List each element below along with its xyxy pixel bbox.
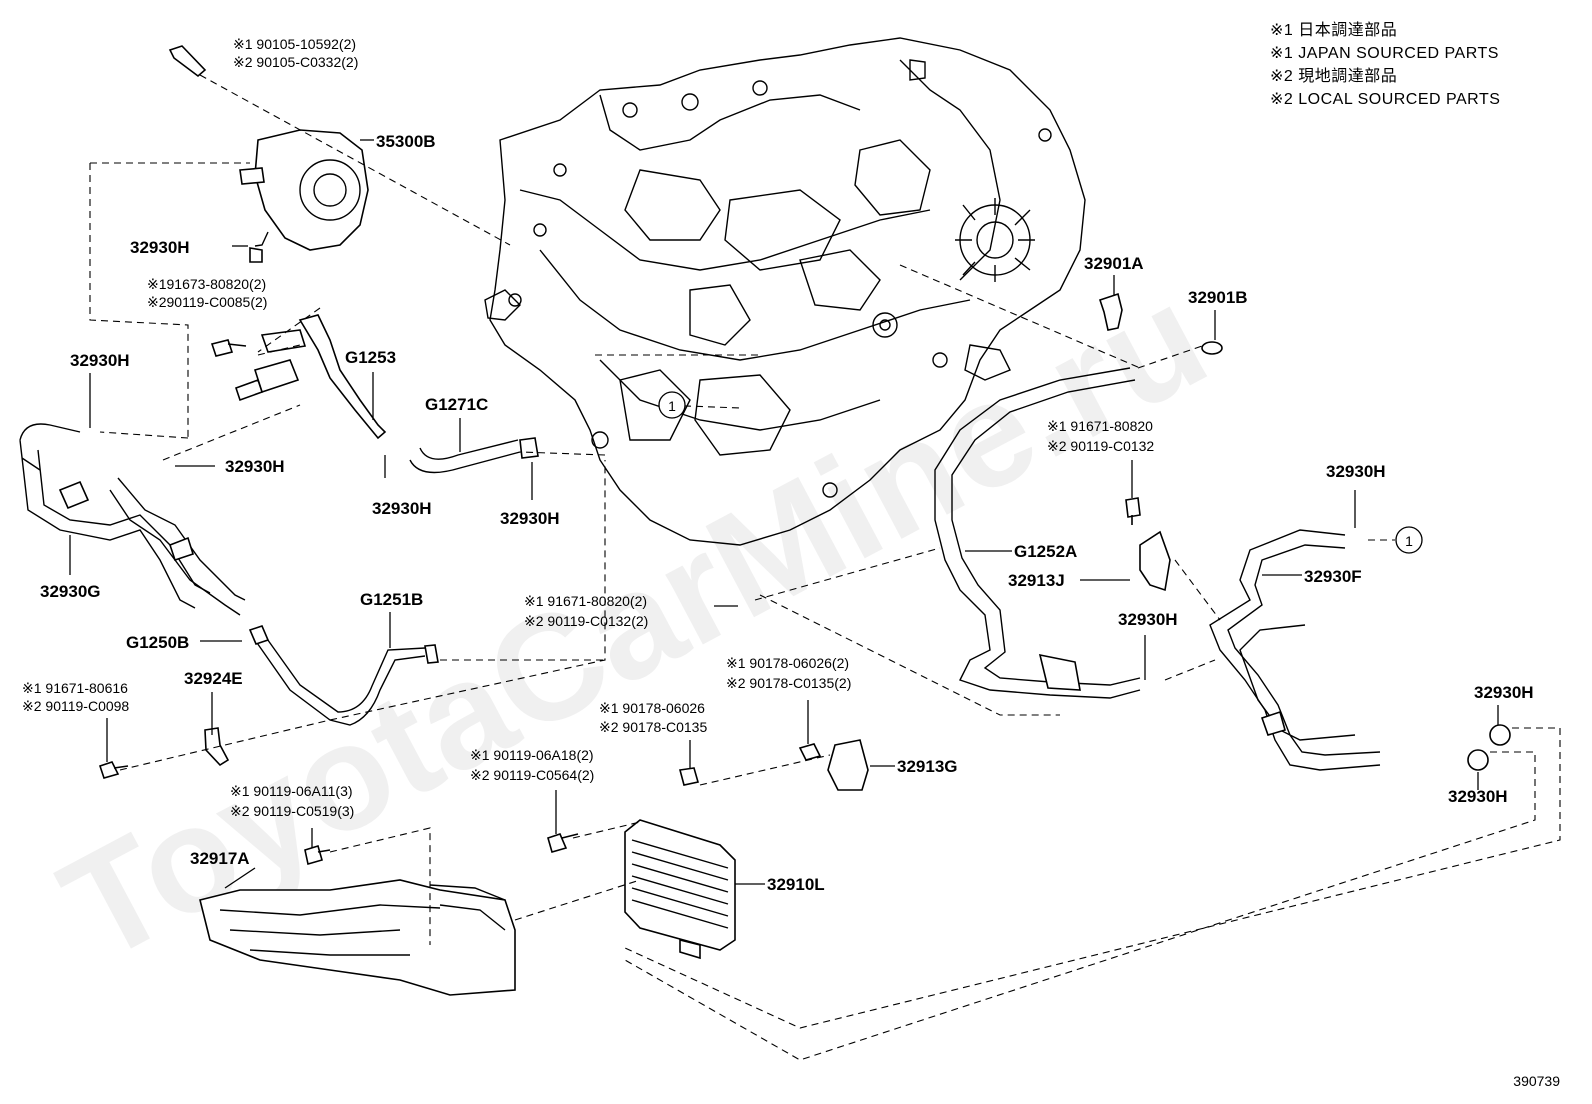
- ref-90119-c0564: ※2 90119-C0564(2): [470, 767, 594, 783]
- bracket-32913j-drawing: [1139, 530, 1171, 592]
- label-32930h-g1252a: 32930H: [1118, 610, 1178, 629]
- vacuum-pump-drawing: [239, 129, 369, 263]
- label-32930h-left: 32930H: [70, 351, 130, 370]
- oil-cooler-32910l-drawing: [624, 819, 736, 960]
- label-32913j: 32913J: [1008, 571, 1065, 590]
- ref-91673-80820: ※191673-80820(2): [147, 276, 266, 292]
- bolt-90119-06a18-drawing: [547, 833, 579, 853]
- bracket-32913g-drawing: [827, 739, 869, 791]
- bolt-91673-drawing: [210, 339, 247, 357]
- label-g1271c: G1271C: [425, 395, 488, 414]
- ref-90178-c0135: ※2 90178-C0135: [599, 719, 707, 735]
- clamp-right-top-drawing: [1489, 724, 1511, 746]
- callout-circle-right: 1: [1395, 526, 1423, 554]
- nut-90178-single-drawing: [678, 767, 700, 786]
- label-32930h-g1253: 32930H: [372, 499, 432, 518]
- svg-text:1: 1: [668, 398, 676, 414]
- nut-90178-drawing: [798, 743, 822, 761]
- hose-32930f-drawing: [1209, 529, 1381, 771]
- ref-90178-06026-2: ※1 90178-06026(2): [726, 655, 849, 671]
- label-g1252a: G1252A: [1014, 542, 1077, 561]
- hose-32930g-drawing: [19, 423, 246, 616]
- part-labels: 35300B 32930H 32930H G1253 G1271C 32930H…: [40, 132, 1534, 894]
- reference-labels: ※1 90105-10592(2) ※2 90105-C0332(2) ※191…: [22, 36, 1154, 819]
- transaxle-drawing: [484, 37, 1086, 546]
- note-1-en: ※1 JAPAN SOURCED PARTS: [1270, 45, 1499, 62]
- label-32924e: 32924E: [184, 669, 243, 688]
- callout-circle-left: 1: [658, 391, 686, 419]
- note-2-jp: ※2 現地調達部品: [1270, 67, 1397, 85]
- header-notes: ※1 日本調達部品 ※1 JAPAN SOURCED PARTS ※2 現地調達…: [1270, 21, 1500, 108]
- ref-90105-c0332: ※2 90105-C0332(2): [233, 54, 358, 70]
- svg-text:1: 1: [1405, 533, 1413, 549]
- pipe-g1251b-drawing: [254, 635, 426, 726]
- label-32930h-clamp-top: 32930H: [1474, 683, 1534, 702]
- ref-90119-c0098: ※2 90119-C0098: [22, 698, 129, 714]
- ref-91671-80820-2: ※1 91671-80820(2): [524, 593, 647, 609]
- ref-91671-80820: ※1 91671-80820: [1047, 418, 1153, 434]
- leader-lines: [69, 74, 1561, 1061]
- ref-90119-c0132: ※2 90119-C0132: [1047, 438, 1154, 454]
- bracket-g1253-drawing: [234, 314, 387, 440]
- note-2-en: ※2 LOCAL SOURCED PARTS: [1270, 91, 1500, 108]
- label-32913g: 32913G: [897, 757, 958, 776]
- ref-90119-c0085: ※290119-C0085(2): [147, 294, 267, 310]
- label-32901b: 32901B: [1188, 288, 1248, 307]
- hose-g1271c-drawing: [409, 439, 521, 474]
- label-32910l: 32910L: [767, 875, 825, 894]
- label-32930h-pump: 32930H: [130, 238, 190, 257]
- clamp-g1250b-drawing: [248, 625, 270, 645]
- label-g1250b: G1250B: [126, 633, 189, 652]
- ref-91671-80616: ※1 91671-80616: [22, 680, 128, 696]
- label-32901a: 32901A: [1084, 254, 1144, 273]
- bolt-90119-06a11-drawing: [304, 844, 331, 866]
- bolt-91671-80820-drawing: [1125, 497, 1141, 525]
- clamp-right-bottom-drawing: [1467, 749, 1489, 771]
- washer-32901b-drawing: [1201, 341, 1223, 355]
- ref-90119-06a18: ※1 90119-06A18(2): [470, 747, 594, 763]
- label-35300b: 35300B: [376, 132, 436, 151]
- label-32930h-clamp-bottom: 32930H: [1448, 787, 1508, 806]
- ref-90178-06026: ※1 90178-06026: [599, 700, 705, 716]
- diagram-id: 390739: [1513, 1073, 1560, 1089]
- label-32930h-right-top: 32930H: [1326, 462, 1386, 481]
- label-32917a: 32917A: [190, 849, 250, 868]
- ref-90119-c0132-2: ※2 90119-C0132(2): [524, 613, 648, 629]
- pipe-g1252a-drawing: [934, 367, 1141, 699]
- label-32930h-g1271c: 32930H: [500, 509, 560, 528]
- label-32930f: 32930F: [1304, 567, 1362, 586]
- ref-90119-06a11: ※1 90119-06A11(3): [230, 783, 353, 799]
- ref-90105-10592: ※1 90105-10592(2): [233, 36, 356, 52]
- bolt-91671-80616-drawing: [98, 761, 129, 779]
- ref-90119-c0519: ※2 90119-C0519(3): [230, 803, 354, 819]
- label-32930g: 32930G: [40, 582, 101, 601]
- label-g1251b: G1251B: [360, 590, 423, 609]
- ref-90178-c0135-2: ※2 90178-C0135(2): [726, 675, 851, 691]
- note-1-jp: ※1 日本調達部品: [1270, 21, 1397, 39]
- duct-32917a-drawing: [199, 879, 516, 996]
- bolt-drawing: [168, 45, 207, 78]
- label-32930h-mid: 32930H: [225, 457, 285, 476]
- plug-32901a-drawing: [1098, 292, 1123, 331]
- label-g1253: G1253: [345, 348, 396, 367]
